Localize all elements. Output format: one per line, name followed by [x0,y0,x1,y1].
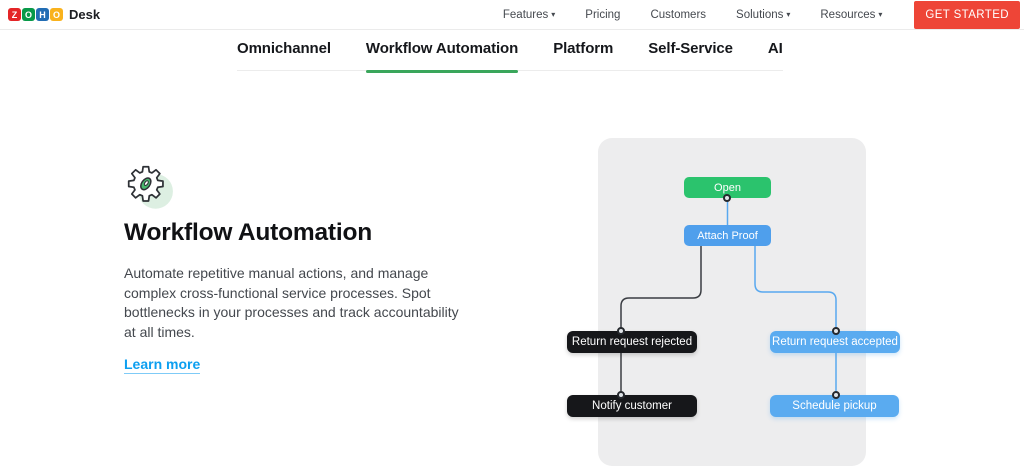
tab-ai[interactable]: AI [767,40,783,57]
node-schedule-pickup[interactable]: Schedule pickup [770,395,899,417]
nav-item-resources[interactable]: Resources ▾ [820,9,882,21]
nav-item-label: Customers [650,8,707,21]
chevron-down-icon: ▾ [551,9,556,19]
nav-item-label: Resources [820,8,876,21]
zoho-logo: Z O H O [8,8,63,21]
nav-item-features[interactable]: Features ▾ [503,9,555,21]
nav-item-label: Features [502,8,549,21]
logo-letter-o1: O [22,8,35,21]
brand-logo-link[interactable]: Z O H O Desk [8,7,100,22]
logo-letter-o2: O [50,8,63,21]
logo-letter-z: Z [8,8,21,21]
connector-dot [617,391,625,399]
chevron-down-icon: ▾ [878,9,883,19]
nav-item-label: Solutions [736,8,784,21]
learn-more-link[interactable]: Learn more [124,356,201,374]
node-notify-customer[interactable]: Notify customer [567,395,697,417]
connector-dot [723,194,731,202]
node-return-request-accepted[interactable]: Return request accepted [770,331,900,353]
logo-letter-h: H [36,8,49,21]
get-started-button[interactable]: GET STARTED [914,0,1020,29]
page-title: Workflow Automation [124,219,372,246]
nav-item-customers[interactable]: Customers [650,9,706,21]
tab-platform[interactable]: Platform [553,40,614,57]
connector-dot [617,327,625,335]
tab-self-service[interactable]: Self-Service [648,40,733,57]
product-name: Desk [69,7,101,22]
connector-dot [832,327,840,335]
feature-description: Automate repetitive manual actions, and … [124,265,459,340]
workflow-diagram: Open Attach Proof Return request rejecte… [560,130,920,475]
top-bar: Z O H O Desk Features ▾ Pricing Customer… [0,0,1024,30]
connector-lines [620,198,837,395]
connector-dot [832,391,840,399]
tab-omnichannel[interactable]: Omnichannel [237,40,331,57]
workflow-gear-icon [122,160,174,212]
node-return-request-rejected[interactable]: Return request rejected [567,331,697,353]
node-attach-proof[interactable]: Attach Proof [684,225,771,246]
nav-item-label: Pricing [585,8,621,21]
nav-item-solutions[interactable]: Solutions ▾ [736,9,790,21]
feature-tabs: Omnichannel Workflow Automation Platform… [237,40,783,73]
nav-item-pricing[interactable]: Pricing [585,9,620,21]
node-open[interactable]: Open [684,177,771,198]
chevron-down-icon: ▾ [786,9,791,19]
top-nav: Features ▾ Pricing Customers Solutions ▾… [503,0,1020,29]
tab-workflow-automation[interactable]: Workflow Automation [365,40,519,73]
